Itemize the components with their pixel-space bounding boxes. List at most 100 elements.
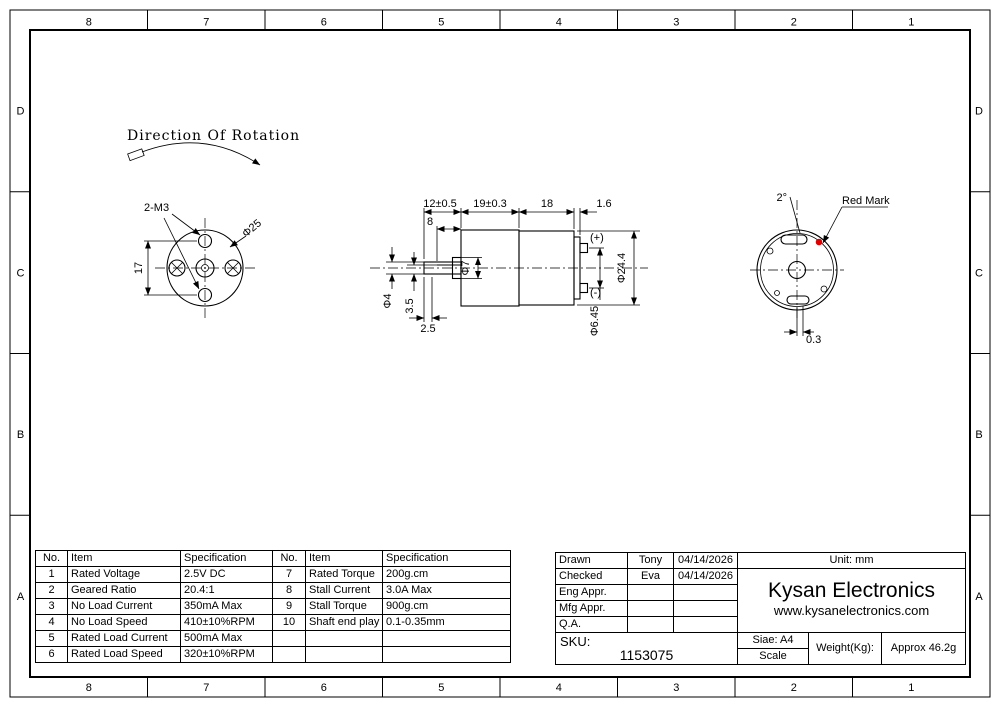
dim-cap-length: 1.6 <box>596 198 611 210</box>
terminal-minus-label: (-) <box>590 287 601 299</box>
sheet-size: Siae: A4 <box>737 632 809 649</box>
approval-row: Checked Eva 04/14/2026 Kysan Electronics… <box>555 568 966 633</box>
zone-label: 1 <box>908 682 914 694</box>
zone-label: 6 <box>321 682 327 694</box>
spec-item: Rated Torque <box>305 566 383 583</box>
terminal-plus-label: (+) <box>590 232 604 244</box>
spec-item: Rated Voltage <box>67 566 181 583</box>
approval-role: Drawn <box>555 552 628 569</box>
spec-no: 7 <box>272 566 306 583</box>
sku-row: SKU: 1153075 Siae: A4 Weight(Kg): Approx… <box>555 632 966 665</box>
spec-header-spec: Specification <box>382 550 511 567</box>
unit-label: Unit: mm <box>737 552 966 569</box>
zone-label: B <box>975 429 982 441</box>
approval-name <box>627 600 674 617</box>
spec-value: 200g.cm <box>382 566 511 583</box>
screw-right <box>224 259 242 277</box>
dim-boss-diameter: Φ7 <box>460 261 472 276</box>
zone-ticks <box>10 10 990 697</box>
sku-value: 1153075 <box>619 647 674 663</box>
approval-row: Mfg Appr. <box>555 600 966 617</box>
title-block: Drawn Tony 04/14/2026 Unit: mm Checked E… <box>555 552 966 665</box>
spec-header-no: No. <box>35 550 68 567</box>
spec-item: Geared Ratio <box>67 582 181 599</box>
spec-header-row: No. Item Specification No. Item Specific… <box>35 550 511 567</box>
gearbox-face-circle <box>166 229 244 307</box>
dim-angle: 2° <box>776 192 787 204</box>
spec-no: 10 <box>272 614 306 631</box>
screw-left <box>168 259 186 277</box>
spec-value: 0.1-0.35mm <box>382 614 511 631</box>
spec-value: 20.4:1 <box>180 582 273 599</box>
sku-label: SKU: <box>560 634 591 649</box>
approval-role: Checked <box>555 568 628 585</box>
approval-date: 04/14/2026 <box>673 568 738 585</box>
approval-date <box>673 616 738 633</box>
spec-no: 3 <box>35 598 68 615</box>
zone-label: 8 <box>86 17 92 29</box>
approval-date <box>673 600 738 617</box>
company-name: Kysan Electronics <box>768 579 935 602</box>
spec-item: Stall Current <box>305 582 383 599</box>
scale-label: Scale <box>737 648 809 665</box>
dim-motor-length: 18 <box>541 198 553 210</box>
zone-label: 5 <box>438 682 444 694</box>
rotation-arrow <box>141 142 261 166</box>
spec-header-no: No. <box>272 550 306 567</box>
spec-header-item: Item <box>305 550 383 567</box>
spec-no: 6 <box>35 646 68 663</box>
spec-row: 2 Geared Ratio 20.4:1 8 Stall Current 3.… <box>35 582 511 599</box>
spec-item: Rated Load Current <box>67 630 181 647</box>
dim-mark-offset: 0.3 <box>806 334 821 346</box>
sku-cell: SKU: 1153075 <box>555 632 738 665</box>
zone-label: 7 <box>203 682 209 694</box>
vent-slot-bottom <box>786 295 810 305</box>
company-cell: Kysan Electronics www.kysanelectronics.c… <box>737 568 966 633</box>
zone-label: C <box>17 268 25 280</box>
dim-gearbox-length: 19±0.3 <box>473 198 507 210</box>
spec-value: 320±10%RPM <box>180 646 273 663</box>
spec-no: 2 <box>35 582 68 599</box>
zone-label: B <box>17 429 24 441</box>
approval-name <box>627 616 674 633</box>
spec-no <box>272 646 306 663</box>
dim-terminal-diameter: Φ6.45 <box>589 306 601 336</box>
back-center-hole <box>787 260 807 280</box>
approval-date: 04/14/2026 <box>673 552 738 569</box>
zone-label: 2 <box>791 17 797 29</box>
rotation-flag <box>127 148 145 162</box>
spec-no: 5 <box>35 630 68 647</box>
direction-of-rotation: Direction Of Rotation <box>127 128 300 166</box>
mount-hole-top <box>197 233 213 249</box>
spec-value: 3.0A Max <box>382 582 511 599</box>
spec-value: 500mA Max <box>180 630 273 647</box>
red-mark-dot <box>815 238 823 246</box>
zone-label: 4 <box>556 682 562 694</box>
dim-flat-length: 8 <box>427 216 433 228</box>
spec-row: 6 Rated Load Speed 320±10%RPM <box>35 646 511 663</box>
spec-value: 900g.cm <box>382 598 511 615</box>
spec-row: 1 Rated Voltage 2.5V DC 7 Rated Torque 2… <box>35 566 511 583</box>
zone-label: C <box>975 268 983 280</box>
approval-date <box>673 584 738 601</box>
dim-motor-diameter: Φ24.4 <box>616 253 628 283</box>
spec-item: Rated Load Speed <box>67 646 181 663</box>
spec-no: 1 <box>35 566 68 583</box>
zone-label: 5 <box>438 17 444 29</box>
spec-item: Shaft end play <box>305 614 383 631</box>
dim-flat-height: 3.5 <box>404 298 416 313</box>
front-view: 17 Φ25 2-M3 <box>133 202 264 318</box>
spec-item <box>305 646 383 663</box>
approval-row: Drawn Tony 04/14/2026 Unit: mm <box>555 552 966 569</box>
side-view: 12±0.5 19±0.3 18 1.6 8 Φ4 3.5 2.5 <box>370 198 648 336</box>
scale-row: Scale <box>556 648 966 665</box>
dim-shaft-diameter: Φ4 <box>382 294 394 309</box>
spec-row: 3 No Load Current 350mA Max 9 Stall Torq… <box>35 598 511 615</box>
weight-label: Weight(Kg): <box>808 632 882 665</box>
zone-label: A <box>17 591 25 603</box>
spec-row: 4 No Load Speed 410±10%RPM 10 Shaft end … <box>35 614 511 631</box>
zone-label: 4 <box>556 17 562 29</box>
direction-label: Direction Of Rotation <box>127 128 300 144</box>
vent-slot-top <box>780 234 808 245</box>
